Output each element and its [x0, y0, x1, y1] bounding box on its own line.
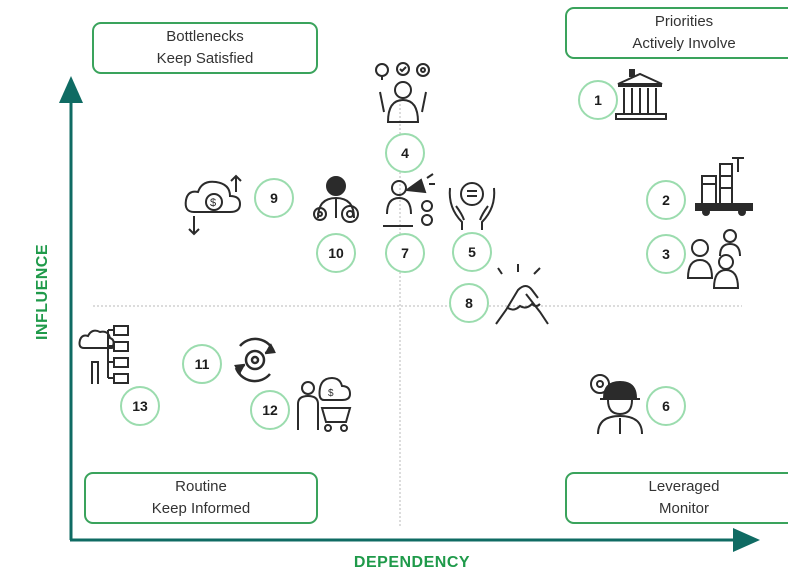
stakeholder-node-11: 11 — [182, 344, 222, 384]
stakeholder-node-9: 9 — [254, 178, 294, 218]
cloud-network-user-icon — [78, 325, 129, 384]
quadrant-title: Priorities — [654, 13, 714, 30]
quadrant-subtitle: Monitor — [658, 500, 710, 517]
cloud-finance-icon: $ — [184, 174, 242, 236]
quadrant-box-bottom-right: Leveraged Monitor — [565, 472, 788, 524]
stakeholder-node-3: 3 — [646, 234, 686, 274]
quadrant-title: Bottlenecks — [166, 28, 244, 45]
marketer-megaphone-icon — [383, 173, 435, 227]
government-building-icon — [615, 69, 667, 120]
stakeholder-node-12: 12 — [250, 390, 290, 430]
svg-text:$: $ — [328, 388, 334, 399]
stakeholder-node-10: 10 — [316, 233, 356, 273]
caring-hands-icon — [448, 182, 496, 230]
stakeholder-node-2: 2 — [646, 180, 686, 220]
handshake-icon — [495, 264, 549, 325]
industrial-plant-icon — [695, 157, 753, 216]
quadrant-subtitle: Actively Involve — [632, 35, 736, 52]
stakeholder-node-6: 6 — [646, 386, 686, 426]
process-cycle-gear-icon — [234, 337, 276, 383]
quadrant-box-top-right: Priorities Actively Involve — [565, 7, 788, 59]
community-people-icon — [686, 229, 741, 289]
x-axis-label: DEPENDENCY — [353, 554, 471, 571]
quadrant-box-top-left: Bottlenecks Keep Satisfied — [92, 22, 318, 74]
stakeholder-node-8: 8 — [449, 283, 489, 323]
quadrant-title: Leveraged — [648, 478, 720, 495]
stakeholder-node-13: 13 — [120, 386, 160, 426]
stakeholder-node-1: 1 — [578, 80, 618, 120]
quadrant-subtitle: Keep Informed — [151, 500, 251, 517]
engineer-helmet-icon — [590, 374, 643, 435]
y-axis-label: INFLUENCE — [34, 243, 51, 341]
stakeholder-node-5: 5 — [452, 232, 492, 272]
manager-gears-icon — [313, 176, 359, 223]
stakeholder-node-4: 4 — [385, 133, 425, 173]
stakeholder-node-7: 7 — [385, 233, 425, 273]
quadrant-box-bottom-left: Routine Keep Informed — [84, 472, 318, 524]
svg-text:$: $ — [210, 197, 216, 209]
investor-cart-icon: $ — [297, 376, 352, 432]
quadrant-title: Routine — [175, 478, 227, 495]
quadrant-subtitle: Keep Satisfied — [156, 50, 254, 67]
innovator-ideas-icon — [375, 62, 430, 123]
